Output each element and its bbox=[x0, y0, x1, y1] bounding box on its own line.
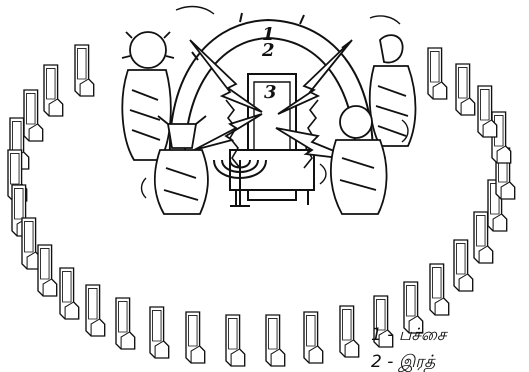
legend-item-1: 1 - பச்சை bbox=[371, 325, 446, 345]
legend-item-2: 2 - இரத் bbox=[371, 352, 435, 372]
marker-2: 2 bbox=[261, 40, 275, 61]
lion-creature bbox=[122, 32, 174, 160]
eagle-creature bbox=[370, 35, 416, 146]
marker-3: 3 bbox=[264, 82, 277, 103]
